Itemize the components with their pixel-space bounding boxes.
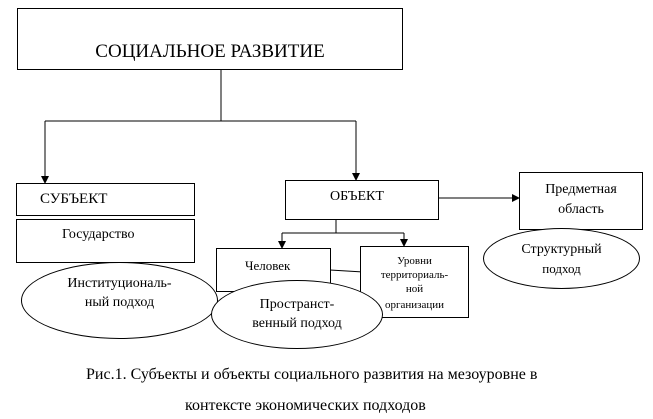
structural-line-1: Структурный: [521, 242, 602, 257]
levels-line-1: Уровни: [397, 255, 432, 267]
institutional-line-2: ный подход: [84, 295, 155, 310]
subject-label: СУБЪЕКТ: [40, 191, 108, 207]
subject-box: [16, 183, 195, 216]
caption-line-1: Рис.1. Субъекты и объекты социального ра…: [86, 366, 538, 383]
spatial-approach-oval: [211, 280, 383, 349]
domain-box: [519, 172, 643, 230]
levels-line-3: ной: [405, 283, 424, 295]
root-box: [17, 8, 403, 70]
caption-line-2: контексте экономических подходов: [185, 397, 426, 414]
root-label: СОЦИАЛЬНОЕ РАЗВИТИЕ: [95, 41, 325, 62]
institutional-line-1: Институциональ-: [67, 276, 172, 291]
person-label: Человек: [245, 258, 291, 273]
domain-line-2: область: [558, 202, 604, 217]
levels-line-2: территориаль-: [380, 269, 449, 281]
object-box: [285, 180, 439, 220]
spatial-line-1: Пространст-: [259, 297, 335, 312]
structural-line-2: подход: [542, 261, 581, 276]
object-label: ОБЪЕКТ: [330, 189, 384, 204]
institutional-approach-oval: [21, 262, 218, 339]
levels-line-4: организации: [384, 299, 445, 311]
structural-approach-oval: [483, 228, 640, 289]
state-box: [16, 219, 195, 263]
domain-line-1: Предметная: [545, 182, 617, 197]
state-label: Государство: [62, 227, 135, 242]
spatial-line-2: венный подход: [252, 316, 342, 331]
